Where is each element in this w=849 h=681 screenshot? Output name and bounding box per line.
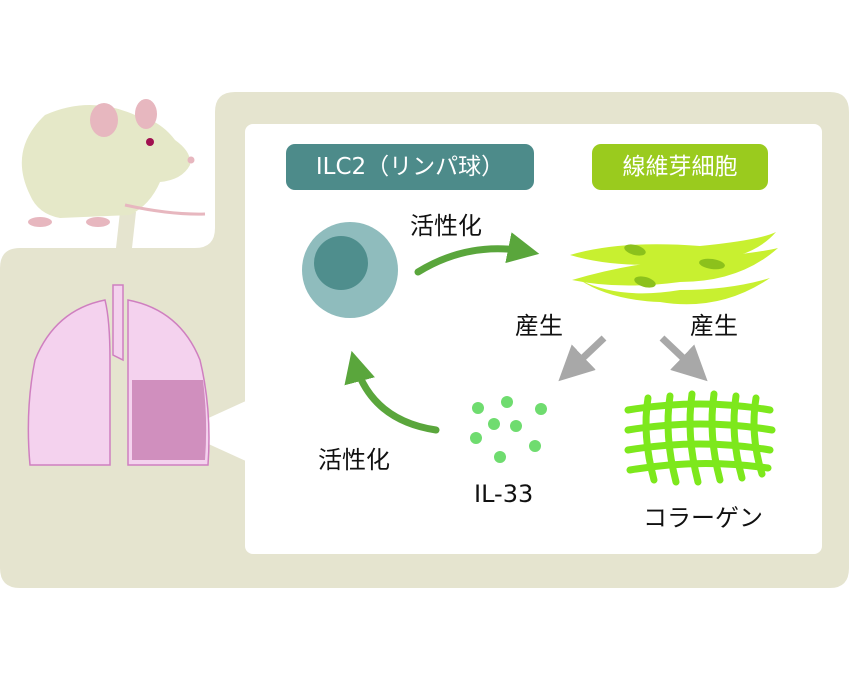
fibroblast-badge: 線維芽細胞 (592, 144, 768, 190)
ilc2-cell-icon (302, 222, 398, 318)
ilc2-badge: ILC2（リンパ球） (286, 144, 534, 190)
collagen-label: コラーゲン (643, 504, 763, 532)
activate-label-bottom: 活性化 (318, 446, 390, 474)
il33-label: IL-33 (474, 480, 534, 508)
produce-label-left: 産生 (515, 312, 563, 340)
activate-label-top: 活性化 (410, 212, 482, 240)
collagen-fiber-icon (624, 390, 776, 486)
produce-label-right: 産生 (690, 312, 738, 340)
lungs-icon (27, 284, 210, 466)
il33-dots-icon (470, 396, 547, 463)
mouse-icon (21, 99, 206, 248)
activation-arrow-to-fibroblast (414, 232, 540, 276)
production-arrow-to-il33 (558, 335, 607, 382)
callout-pointer (180, 400, 248, 462)
fibroblast-cells-icon (570, 232, 778, 305)
activation-arrow-to-ilc2 (344, 350, 440, 434)
production-arrow-to-collagen (659, 335, 708, 382)
